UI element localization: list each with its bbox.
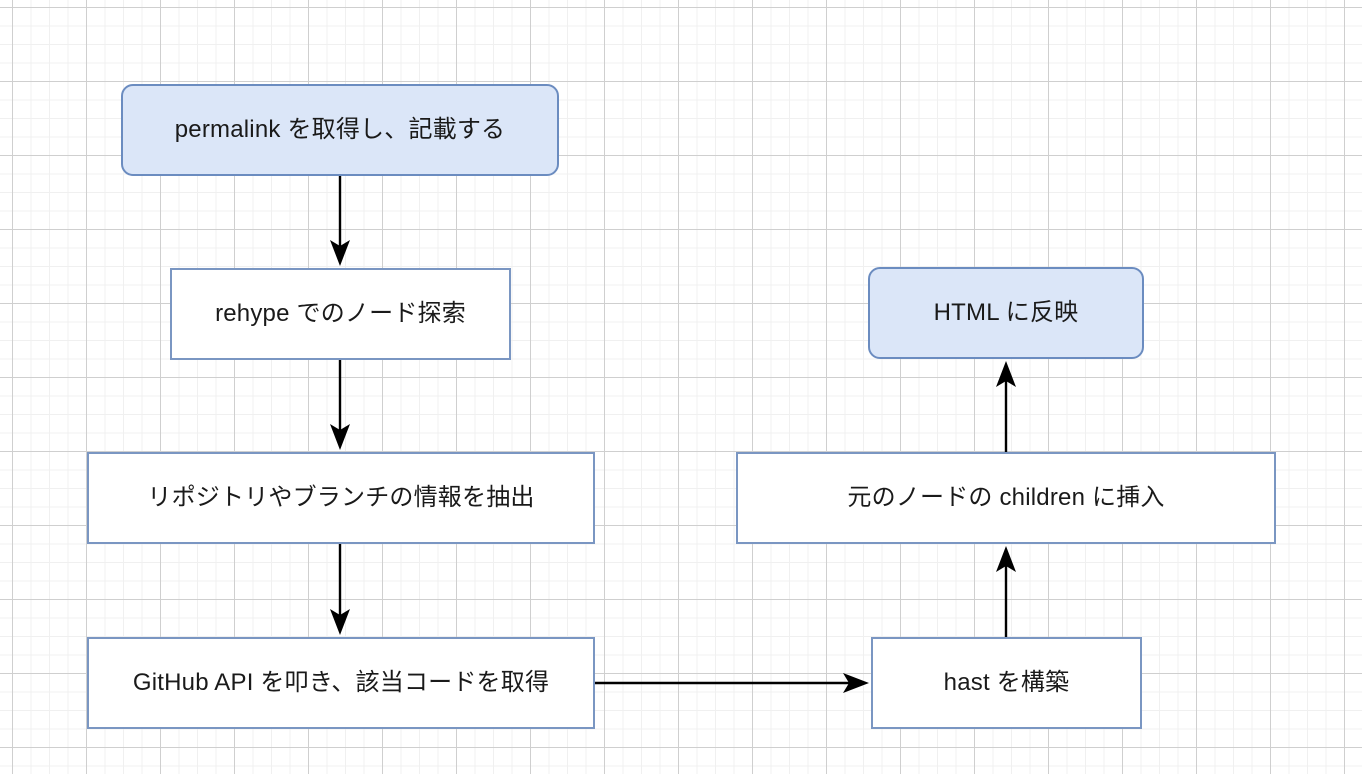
node-extract-repo-branch-label: リポジトリやブランチの情報を抽出 (147, 483, 535, 511)
node-permalink[interactable]: permalink を取得し、記載する (121, 84, 559, 176)
node-insert-children[interactable]: 元のノードの children に挿入 (736, 452, 1276, 544)
node-permalink-label: permalink を取得し、記載する (174, 115, 506, 143)
edge-build-hast-to-insert-children (996, 546, 1016, 637)
edge-insert-children-to-html-reflect (996, 361, 1016, 452)
edge-github-api-to-build-hast (595, 673, 869, 693)
node-build-hast[interactable]: hast を構築 (871, 637, 1142, 729)
edge-permalink-to-rehype (330, 176, 350, 266)
node-build-hast-label: hast を構築 (943, 668, 1070, 696)
edge-extract-to-github-api (330, 544, 350, 635)
node-html-reflect-label: HTML に反映 (933, 298, 1079, 326)
node-rehype[interactable]: rehype でのノード探索 (170, 268, 511, 360)
node-github-api-label: GitHub API を叩き、該当コードを取得 (132, 668, 550, 696)
node-github-api[interactable]: GitHub API を叩き、該当コードを取得 (87, 637, 595, 729)
node-insert-children-label: 元のノードの children に挿入 (847, 483, 1165, 511)
node-rehype-label: rehype でのノード探索 (215, 299, 466, 327)
node-html-reflect[interactable]: HTML に反映 (868, 267, 1144, 359)
node-extract-repo-branch[interactable]: リポジトリやブランチの情報を抽出 (87, 452, 595, 544)
edge-rehype-to-extract (330, 360, 350, 450)
